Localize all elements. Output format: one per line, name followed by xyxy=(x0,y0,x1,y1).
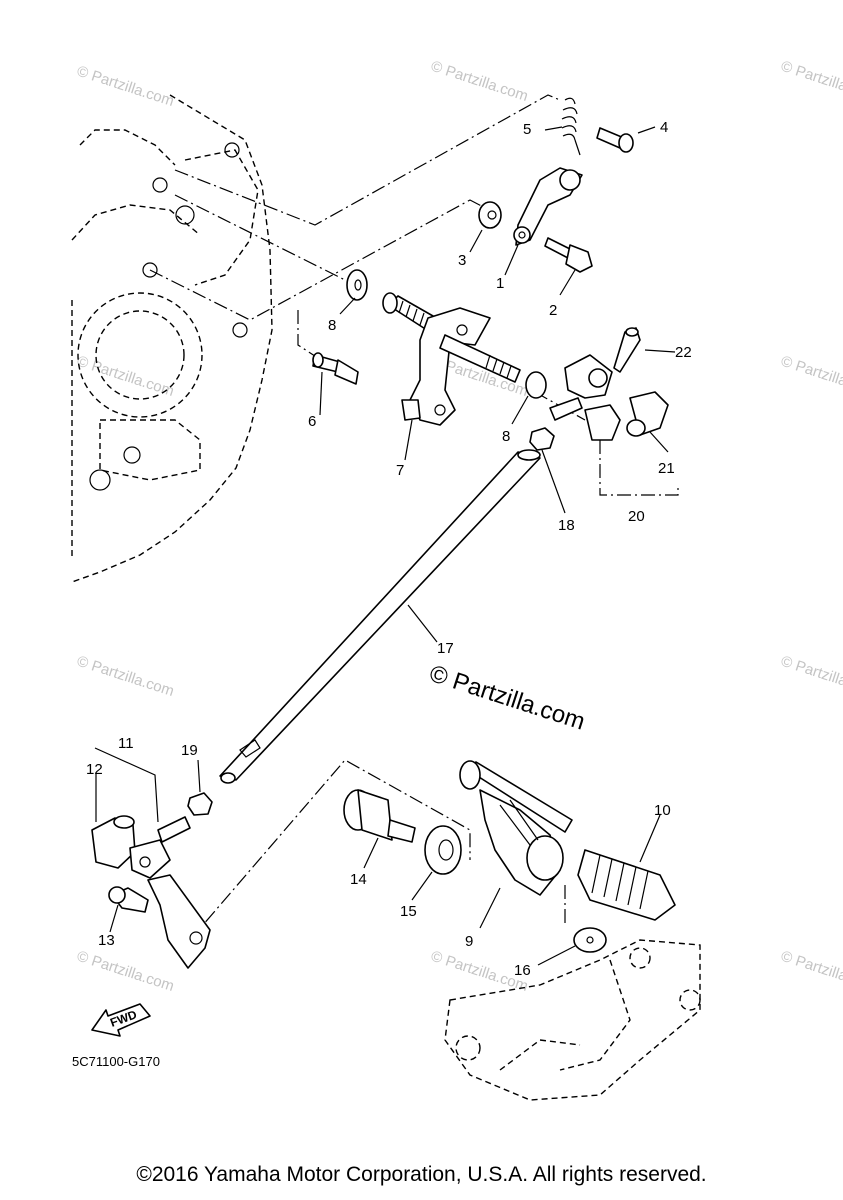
callout-10: 10 xyxy=(654,802,671,819)
callout-labels: 1 2 3 4 5 6 7 8 8 9 10 11 12 13 14 15 16… xyxy=(86,119,692,979)
callout-14: 14 xyxy=(350,871,367,888)
pivot-bolt xyxy=(343,789,416,843)
shift-lever-arm xyxy=(513,167,583,246)
watermark: © Partzilla.com xyxy=(429,58,530,105)
watermark: © Partzilla.com xyxy=(75,948,176,995)
pin-part xyxy=(596,127,634,153)
callout-6: 6 xyxy=(308,413,316,430)
callout-18: 18 xyxy=(558,517,575,534)
callout-9: 9 xyxy=(465,933,473,950)
copyright-footer: ©2016 Yamaha Motor Corporation, U.S.A. A… xyxy=(136,1163,707,1186)
callout-11: 11 xyxy=(118,735,134,752)
nut-part xyxy=(187,792,213,816)
shift-shaft-assembly xyxy=(382,292,521,426)
callout-8: 8 xyxy=(502,428,510,445)
crankcase-outline xyxy=(71,94,273,583)
diagram-code: 5C71100-G170 xyxy=(72,1054,160,1069)
washer-part xyxy=(525,371,547,399)
spring-part xyxy=(561,97,581,156)
callout-13: 13 xyxy=(98,932,115,949)
fwd-arrow-icon: FWD xyxy=(91,1003,151,1037)
watermark: © Partzilla.com xyxy=(779,58,843,105)
washer-part xyxy=(346,269,368,301)
callout-5: 5 xyxy=(523,121,531,138)
callout-20: 20 xyxy=(628,508,645,525)
partzilla-watermark: © Partzilla.com xyxy=(426,660,588,736)
callout-2: 2 xyxy=(549,302,557,319)
watermark: © Partzilla.com xyxy=(779,948,843,995)
callout-8: 8 xyxy=(328,317,336,334)
callout-3: 3 xyxy=(458,252,466,269)
callout-4: 4 xyxy=(660,119,668,136)
rod-end-joint xyxy=(549,327,669,441)
callout-17: 17 xyxy=(437,640,454,657)
nut-part xyxy=(529,427,555,451)
watermark: © Partzilla.com xyxy=(75,653,176,700)
stud-bolt-part xyxy=(312,352,359,385)
bolt-part xyxy=(544,237,593,273)
leader-lines xyxy=(94,126,676,966)
callout-7: 7 xyxy=(396,462,404,479)
collar-part xyxy=(478,201,502,229)
shift-rod xyxy=(219,449,541,784)
callout-16: 16 xyxy=(514,962,531,979)
callout-12: 12 xyxy=(86,761,103,778)
callout-15: 15 xyxy=(400,903,417,920)
watermark: © Partzilla.com xyxy=(75,63,176,110)
callout-1: 1 xyxy=(496,275,504,292)
assembly-lines xyxy=(149,94,679,941)
lower-rod-end xyxy=(91,815,211,969)
footrest-bracket xyxy=(444,939,701,1101)
shift-pedal-bracket xyxy=(459,760,573,896)
rubber-peg xyxy=(577,849,676,921)
callout-21: 21 xyxy=(658,460,675,477)
washer-part xyxy=(424,825,462,875)
watermark: © Partzilla.com xyxy=(779,353,843,400)
watermark: © Partzilla.com xyxy=(75,353,176,400)
callout-19: 19 xyxy=(181,742,198,759)
watermark: © Partzilla.com xyxy=(779,653,843,700)
washer-part xyxy=(573,927,607,953)
callout-22: 22 xyxy=(675,344,692,361)
